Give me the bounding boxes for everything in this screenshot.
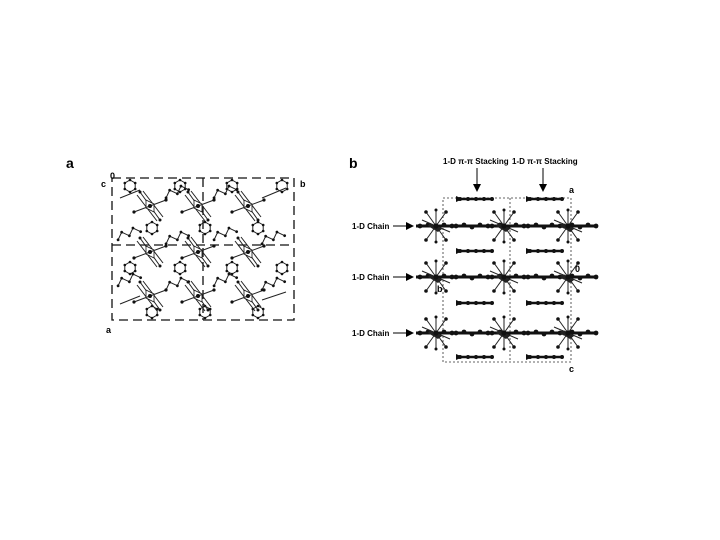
bond xyxy=(119,295,141,305)
aromatic-ring xyxy=(145,220,159,236)
metal-complex xyxy=(179,280,217,312)
panel-b: b 1-D π-π Stacking 1-D π-π Stacking 1-D … xyxy=(349,155,600,374)
panel-b-letter: b xyxy=(349,155,358,171)
metal-complex xyxy=(179,236,217,268)
metal-complex xyxy=(229,236,267,268)
chain-atom-segment xyxy=(522,272,564,282)
chain-label-1: 1-D Chain xyxy=(352,222,389,231)
aromatic-ring xyxy=(225,178,239,194)
stacked-molecule xyxy=(524,194,566,204)
bridging-ligand xyxy=(209,223,239,243)
chain-label-3: 1-D Chain xyxy=(352,329,389,338)
metal-complex xyxy=(229,280,267,312)
panel-a-axis-b: b xyxy=(300,179,306,189)
stacked-molecule xyxy=(454,298,496,308)
panel-a: a 0 c b a xyxy=(66,155,306,335)
bridging-ligand xyxy=(161,273,191,293)
bridging-ligand xyxy=(257,273,287,293)
chain-atom-segment xyxy=(450,328,492,338)
bond xyxy=(119,189,141,199)
bond xyxy=(261,291,287,301)
chain-label-2: 1-D Chain xyxy=(352,273,389,282)
panel-b-axis-a: a xyxy=(569,185,575,195)
chain-atom-segment xyxy=(450,221,492,231)
stacking-label-2: 1-D π-π Stacking xyxy=(512,157,578,166)
panel-b-axis-b: b xyxy=(437,284,443,294)
aromatic-ring xyxy=(251,304,265,320)
stacking-label-1: 1-D π-π Stacking xyxy=(443,157,509,166)
aromatic-ring xyxy=(225,260,239,276)
chain-arrowhead-1 xyxy=(406,222,414,230)
stacked-molecule xyxy=(524,298,566,308)
aromatic-ring xyxy=(173,260,187,276)
panel-a-letter: a xyxy=(66,155,74,171)
panel-b-axis-c: c xyxy=(569,364,574,374)
aromatic-ring xyxy=(275,260,289,276)
stacked-molecule xyxy=(524,246,566,256)
aromatic-ring xyxy=(198,220,212,236)
chain-atom-segment xyxy=(522,328,564,338)
stacked-molecule xyxy=(454,194,496,204)
chain-atom-segment xyxy=(450,272,492,282)
chain-arrowhead-2 xyxy=(406,273,414,281)
panel-a-axis-c: c xyxy=(101,179,106,189)
metal-complex xyxy=(131,190,169,222)
bridging-ligand xyxy=(113,223,143,243)
stacked-molecule xyxy=(454,352,496,362)
panel-b-origin-label: 0 xyxy=(575,264,580,274)
stacking-arrowhead-2 xyxy=(539,184,547,192)
panel-a-origin-label: 0 xyxy=(110,171,115,181)
panel-a-molecular-network xyxy=(113,178,289,320)
aromatic-ring xyxy=(198,304,212,320)
panel-a-axis-a: a xyxy=(106,325,112,335)
chain-arrowhead-3 xyxy=(406,329,414,337)
aromatic-ring xyxy=(123,178,137,194)
bond xyxy=(261,187,287,199)
aromatic-ring xyxy=(123,260,137,276)
stacked-molecule xyxy=(524,352,566,362)
metal-complex xyxy=(131,236,169,268)
aromatic-ring xyxy=(145,304,159,320)
metal-complex xyxy=(179,190,217,222)
metal-complex xyxy=(229,190,267,222)
aromatic-ring xyxy=(251,220,265,236)
chain-atom-segment xyxy=(522,221,564,231)
stacked-molecule xyxy=(454,246,496,256)
stacking-arrowhead-1 xyxy=(473,184,481,192)
